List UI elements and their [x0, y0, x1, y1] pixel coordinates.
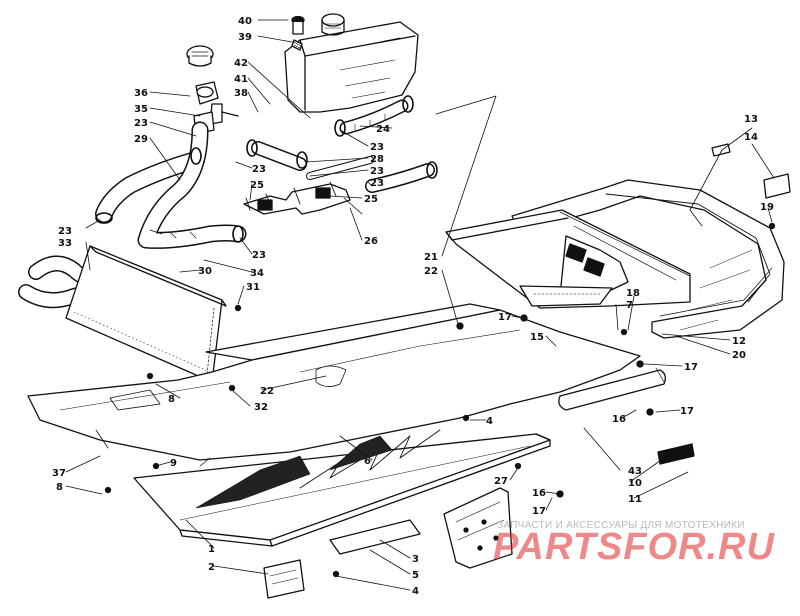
watermark-logo: PARTSFOR.RU	[493, 526, 775, 568]
radiator-cap-fitting	[186, 45, 239, 135]
callout-41: 41	[234, 74, 248, 85]
callout-23c: 23	[370, 166, 384, 177]
callout-23a: 23	[134, 118, 148, 129]
callout-8a: 8	[168, 394, 175, 405]
callout-30: 30	[198, 266, 212, 277]
rear-bumper-frame	[511, 179, 785, 339]
callout-34: 34	[250, 268, 264, 279]
rear-axle-tube	[558, 367, 666, 411]
callout-22b: 22	[260, 386, 274, 397]
callout-25a: 25	[364, 194, 378, 205]
callout-2: 2	[208, 562, 215, 573]
callout-5: 5	[412, 570, 419, 581]
callout-8b: 8	[56, 482, 63, 493]
watermark-caption: ЗАПЧАСТИ И АКСЕССУАРЫ ДЛЯ МОТОТЕХНИКИ	[497, 520, 745, 531]
callout-14: 14	[744, 132, 758, 143]
callout-labels: 40 39 42 41 38 36 35 23 29 24 23 28 23 2…	[52, 16, 774, 597]
callout-16a: 16	[612, 414, 626, 425]
coolant-reservoir	[284, 13, 419, 113]
callout-18: 18	[626, 288, 640, 299]
callout-3: 3	[412, 554, 419, 565]
callout-20: 20	[732, 350, 746, 361]
side-running-board	[133, 429, 551, 555]
callout-19: 19	[760, 202, 774, 213]
tunnel-body	[27, 303, 641, 467]
callout-36: 36	[134, 88, 148, 99]
callout-33: 33	[58, 238, 72, 249]
callout-43: 43	[628, 466, 642, 477]
callout-10: 10	[628, 478, 642, 489]
callout-17d: 17	[532, 506, 546, 517]
callout-1: 1	[208, 544, 215, 555]
callout-29: 29	[134, 134, 148, 145]
callout-26: 26	[364, 236, 378, 247]
callout-23b: 23	[370, 142, 384, 153]
rear-tunnel-flap	[445, 209, 691, 309]
callout-16b: 16	[532, 488, 546, 499]
callout-17b: 17	[684, 362, 698, 373]
callout-24: 24	[376, 124, 390, 135]
upper-hoses	[251, 99, 435, 193]
callout-23d: 23	[252, 164, 266, 175]
callout-32: 32	[254, 402, 268, 413]
callout-31: 31	[246, 282, 260, 293]
callout-27: 27	[494, 476, 508, 487]
callout-15: 15	[530, 332, 544, 343]
callout-6: 6	[364, 456, 371, 467]
callout-12: 12	[732, 336, 746, 347]
callout-4a: 4	[486, 416, 493, 427]
callout-9: 9	[170, 458, 177, 469]
mounting-bracket	[443, 487, 513, 569]
callout-40: 40	[238, 16, 252, 27]
callout-17c: 17	[680, 406, 694, 417]
callout-37: 37	[52, 468, 66, 479]
callout-23f: 23	[58, 226, 72, 237]
callout-39: 39	[238, 32, 252, 43]
callout-25b: 25	[250, 180, 264, 191]
callout-21: 21	[424, 252, 438, 263]
callout-38: 38	[234, 88, 248, 99]
fasteners	[104, 222, 776, 578]
callout-4b: 4	[412, 586, 419, 597]
callout-17a: 17	[498, 312, 512, 323]
heat-exchanger	[65, 245, 227, 385]
callout-11: 11	[628, 494, 642, 505]
callout-23g: 23	[370, 178, 384, 189]
callout-23e: 23	[252, 250, 266, 261]
callout-42: 42	[234, 58, 248, 69]
callout-7: 7	[626, 300, 633, 311]
callout-28: 28	[370, 154, 384, 165]
leader-lines	[65, 19, 775, 591]
callout-22a: 22	[424, 266, 438, 277]
thermostat-housing	[243, 181, 351, 215]
callout-13: 13	[744, 114, 758, 125]
callout-35: 35	[134, 104, 148, 115]
